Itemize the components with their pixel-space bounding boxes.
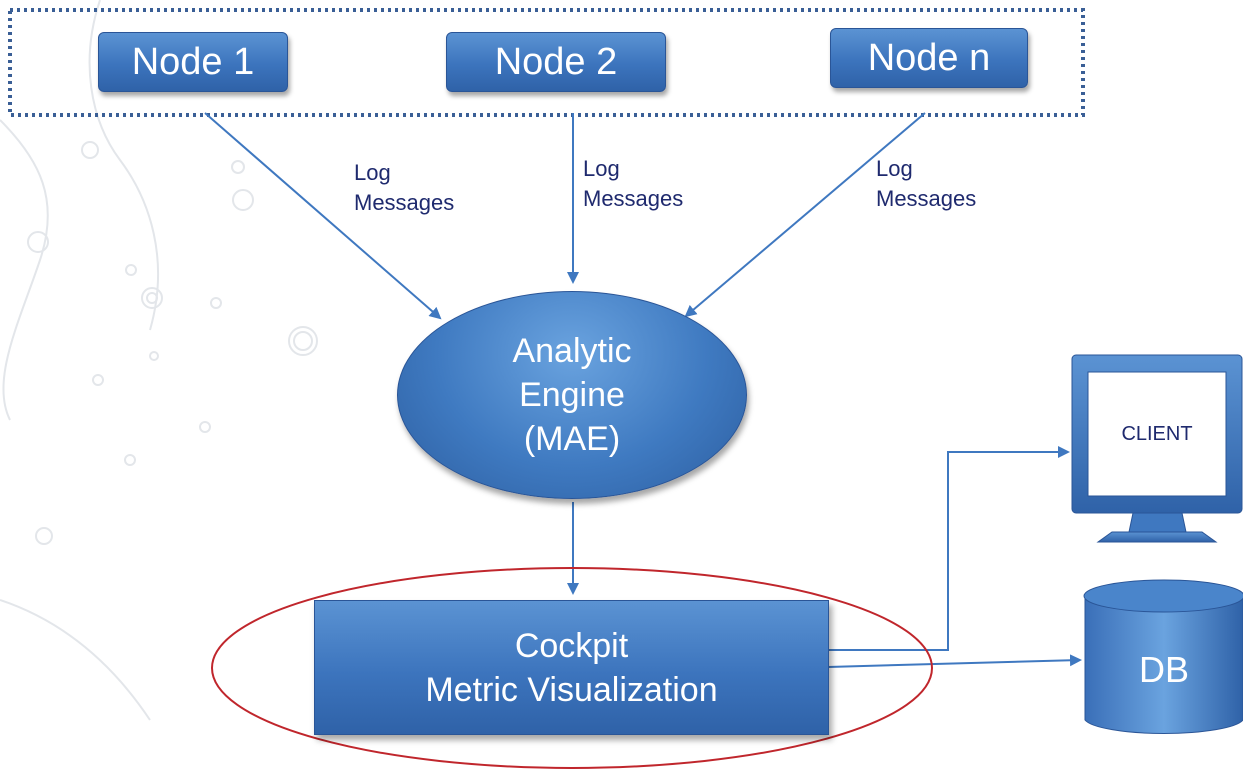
decor-circle [27,231,49,253]
arrow-node1-to-engine [204,112,442,320]
log-label-line1: Log [354,160,391,185]
node-n-box[interactable]: Node n [830,28,1028,88]
log-label-line1: Log [876,156,913,181]
decor-circle [232,189,254,211]
monitor-icon [1071,354,1243,543]
decor-circle [146,292,158,304]
highlight-ellipse [211,567,933,769]
node-1-label: Node 1 [131,40,255,83]
cockpit-line2: Metric Visualization [425,670,718,709]
decor-circle [210,297,222,309]
decor-circle [199,421,211,433]
log-messages-label-1: Log Messages [354,158,454,218]
node-1-box[interactable]: Node 1 [98,32,288,92]
log-label-line2: Messages [876,186,977,211]
decor-circle [293,331,313,351]
node-group-border [8,8,1085,117]
cockpit-line1: Cockpit [514,626,629,665]
decor-line [88,0,160,331]
node-2-box[interactable]: Node 2 [446,32,666,92]
log-messages-label-3: Log Messages [876,154,976,214]
decor-circle [231,160,245,174]
arrow-cockpit-to-db [827,654,1082,668]
engine-line2: Engine [519,376,625,414]
decor-circle [141,287,163,309]
arrow-cockpit-to-client [828,446,1070,651]
background-decoration [0,0,318,721]
log-label-line2: Messages [354,190,455,215]
engine-line3: (MAE) [523,420,621,458]
engine-line1: Analytic [512,332,632,370]
decor-circle [92,374,104,386]
db-label: DB [1138,649,1189,690]
node-n-label: Node n [867,36,991,79]
analytic-engine-node[interactable]: Analytic Engine (MAE) [397,291,747,499]
decor-circle [288,326,318,356]
client-label: CLIENT [1121,422,1193,445]
arrow-noden-to-engine [684,112,926,318]
log-label-line1: Log [583,156,620,181]
log-label-line2: Messages [583,186,684,211]
cockpit-box[interactable]: Cockpit Metric Visualization [314,600,829,735]
decor-circle [124,454,136,466]
decor-line [0,599,151,721]
node-2-label: Node 2 [494,40,618,83]
log-messages-label-2: Log Messages [583,154,683,214]
decor-circle [35,527,53,545]
database-cylinder-icon [1083,579,1243,734]
decor-line [0,119,49,421]
decor-circle [149,351,159,361]
decor-circle [125,264,137,276]
decor-circle [81,141,99,159]
